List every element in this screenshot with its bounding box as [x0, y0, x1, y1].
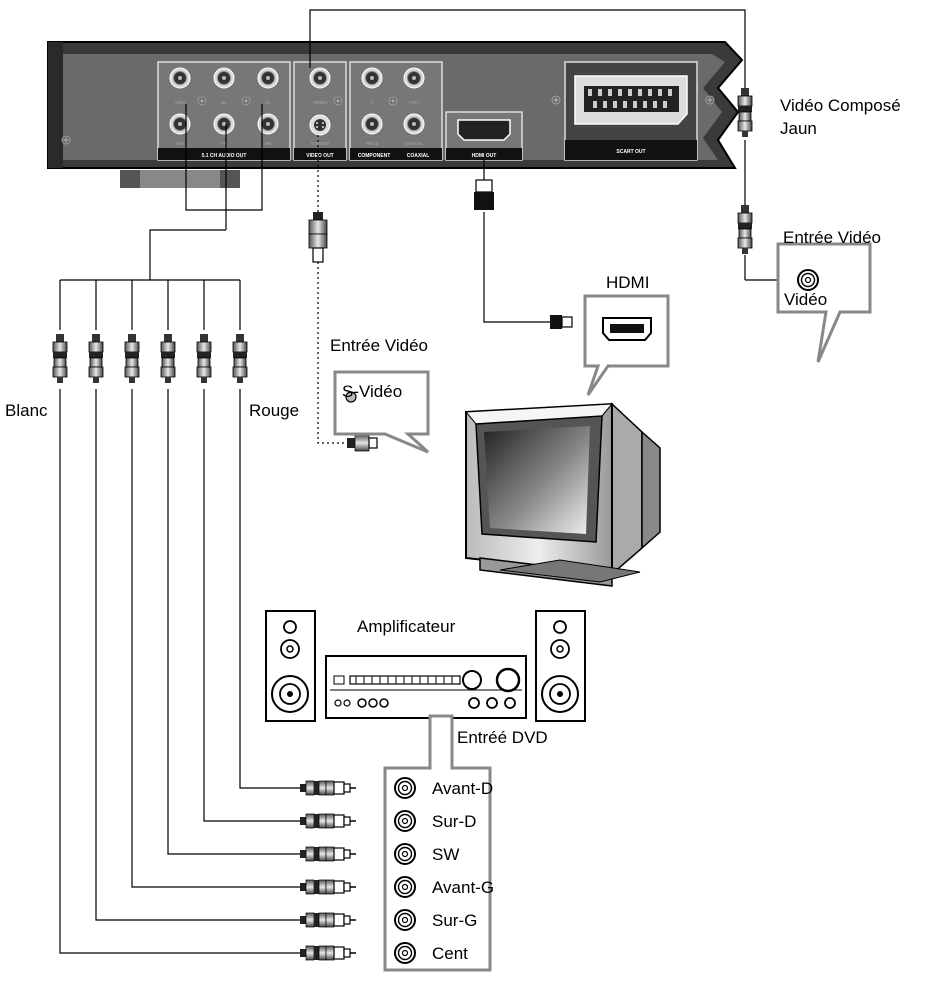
coaxial-label: COAXIAL [407, 153, 430, 159]
amp-input-label: Cent [432, 944, 468, 963]
cables [59, 9, 800, 954]
right-speaker-icon [535, 610, 586, 722]
white-cable-label: Blanc [5, 401, 48, 420]
amp-input-label: Sur-D [432, 812, 476, 831]
amp-input-plugs [299, 780, 357, 961]
composite-color-label: Jaun [780, 119, 817, 138]
jack-label-sw: SW [176, 141, 184, 146]
jack-label-prcr: Pr/Cr [409, 100, 420, 105]
jack-label-cen: CEN [175, 100, 185, 105]
dvd-input-label: Entréé DVD [457, 728, 548, 747]
jack-label-pbcb: Pb/Cb [366, 141, 379, 146]
video-jack-label-right: Vidéo [784, 290, 827, 309]
jack-label-video: VIDEO [313, 100, 328, 105]
hdmi-label: HDMI [606, 273, 649, 292]
composite-video-label: Vidéo Composé [780, 96, 901, 115]
svideo-callout [333, 370, 430, 454]
tv-icon [464, 402, 661, 587]
amp-input-label: Avant-G [432, 878, 494, 897]
red-cable-label: Rouge [249, 401, 299, 420]
video-input-callout [776, 242, 872, 363]
scart-out-label: SCART OUT [616, 149, 645, 155]
amplifier-label: Amplificateur [357, 617, 456, 636]
svideo-label: S-Vidéo [342, 382, 402, 401]
amp-input-panel [383, 714, 492, 972]
jack-label-coaxial: COAXIAL [404, 141, 424, 146]
video-out-label: VIDEO OUT [306, 153, 334, 159]
audio-bundle-plugs [52, 333, 248, 384]
jack-label-fl: FL [265, 100, 271, 105]
audio-out-label: 5.1 CH AUDIO OUT [202, 153, 247, 159]
jack-label-sl: SL [221, 100, 227, 105]
amp-input-label: Sur-G [432, 911, 477, 930]
amp-input-label: Avant-D [432, 779, 493, 798]
video-input-label-right: Entrée Vidéo [783, 228, 881, 247]
jack-label-fr: FR [221, 141, 228, 146]
jack-label-sr: SR [265, 141, 272, 146]
amplifier-icon [325, 655, 527, 719]
jack-label-y: Y [370, 100, 373, 105]
hdmi-callout [583, 294, 670, 396]
hdmi-plugs [474, 179, 573, 329]
hdmi-out-label: HDMI OUT [472, 153, 497, 159]
amp-input-label: SW [432, 845, 459, 864]
svideo-plugs [308, 212, 378, 452]
component-label: COMPONENT [358, 153, 391, 159]
video-input-label-left: Entrée Vidéo [330, 336, 428, 355]
left-speaker-icon [265, 610, 316, 722]
jack-label-svideo: S-VIDEO [311, 141, 330, 146]
dvd-player-rear-panel: 5.1 CH AUDIO OUT CEN SL FL SW FR SR VIDE… [47, 41, 744, 188]
